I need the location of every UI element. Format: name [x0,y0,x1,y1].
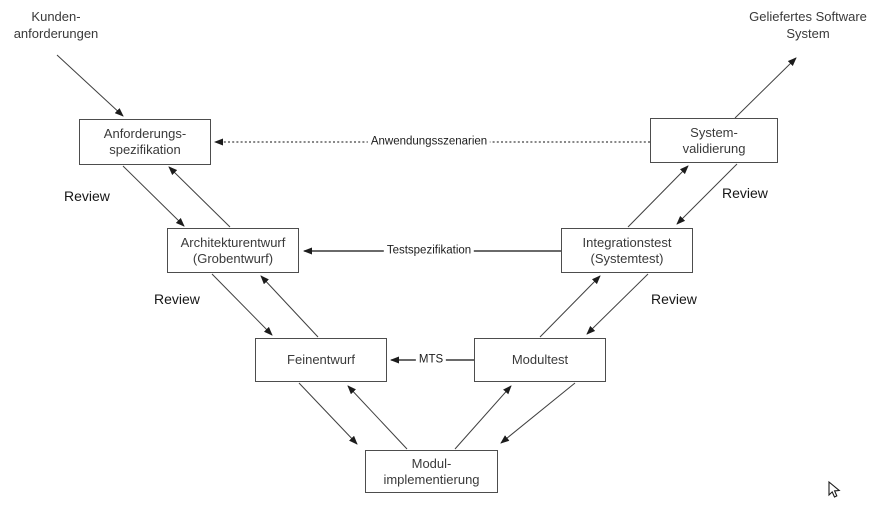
anwendungsszenarien-label: Anwendungsszenarien [367,135,491,149]
node-architekturentwurf: Architekturentwurf (Grobentwurf) [167,228,299,273]
customer-requirements-label: Kunden- anforderungen [13,9,99,41]
arrow-customer-requirements-in [56,54,124,117]
testspezifikation-label: Testspezifikation [383,244,475,258]
node-feinentwurf: Feinentwurf [255,338,387,382]
node-modulimplementierung: Modul- implementierung [365,450,498,493]
node-label: Modul- implementierung [383,455,480,487]
node-label: Architekturentwurf (Grobentwurf) [180,234,286,266]
arrow-architektur-review-to-anforderung [168,166,231,228]
node-integrationstest: Integrationstest (Systemtest) [561,228,693,273]
review-label-right-1: Review [722,185,768,201]
arrow-integrationstest-to-systemvalidierung [627,165,689,228]
arrow-modulimpl-to-modultest [454,385,512,450]
arrow-architektur-to-feinentwurf [211,273,273,336]
mts-label: MTS [415,353,447,367]
arrow-modulimpl-review-to-feinentwurf [347,385,408,450]
node-label: Modultest [511,352,569,367]
node-label: Integrationstest (Systemtest) [582,234,672,266]
mouse-cursor-icon [828,480,841,498]
node-label: System- validierung [682,124,746,156]
review-label-left-2: Review [154,291,200,307]
arrow-delivered-system-out [734,57,797,119]
review-label-left-1: Review [64,188,110,204]
arrow-integrationstest-review-to-modultest [586,273,649,335]
delivered-system-label: Geliefertes Software System [749,9,867,41]
review-label-right-2: Review [651,291,697,307]
node-label: Anforderungs- spezifikation [103,126,187,157]
arrow-modultest-review-to-modulimpl [500,382,576,444]
node-label: Feinentwurf [287,352,355,367]
arrow-anforderung-to-architektur [122,165,185,227]
arrow-feinentwurf-to-modulimpl [298,382,358,445]
arrow-modultest-to-integrationstest [539,275,601,338]
node-modultest: Modultest [474,338,606,382]
node-systemvalidierung: System- validierung [650,118,778,163]
arrow-systemvalidierung-review-to-integrationstest [676,163,738,225]
arrow-feinentwurf-review-to-architektur [260,275,319,338]
node-anforderungsspezifikation: Anforderungs- spezifikation [79,119,211,165]
